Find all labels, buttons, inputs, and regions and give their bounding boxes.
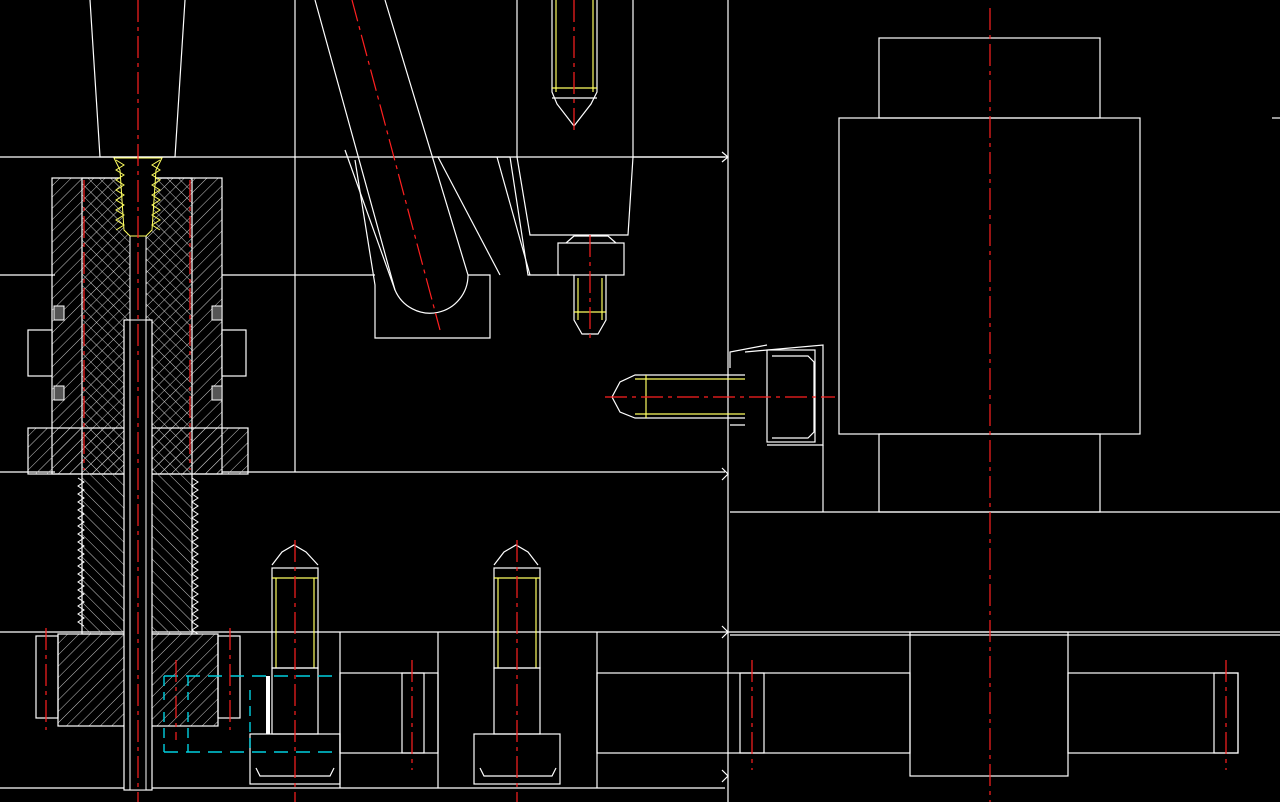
- compression-spring: [77, 477, 199, 635]
- centerlines: [45, 0, 1227, 802]
- slider-block: [509, 156, 634, 276]
- lock-screw: [611, 344, 824, 446]
- sprue-bushing: [27, 177, 249, 791]
- hidden-lines: [163, 675, 340, 753]
- ejector-plate-parts: [339, 631, 1239, 788]
- slider-bolt: [573, 275, 607, 335]
- locating-block: [838, 37, 1280, 513]
- angled-guide-pin: [314, 0, 531, 339]
